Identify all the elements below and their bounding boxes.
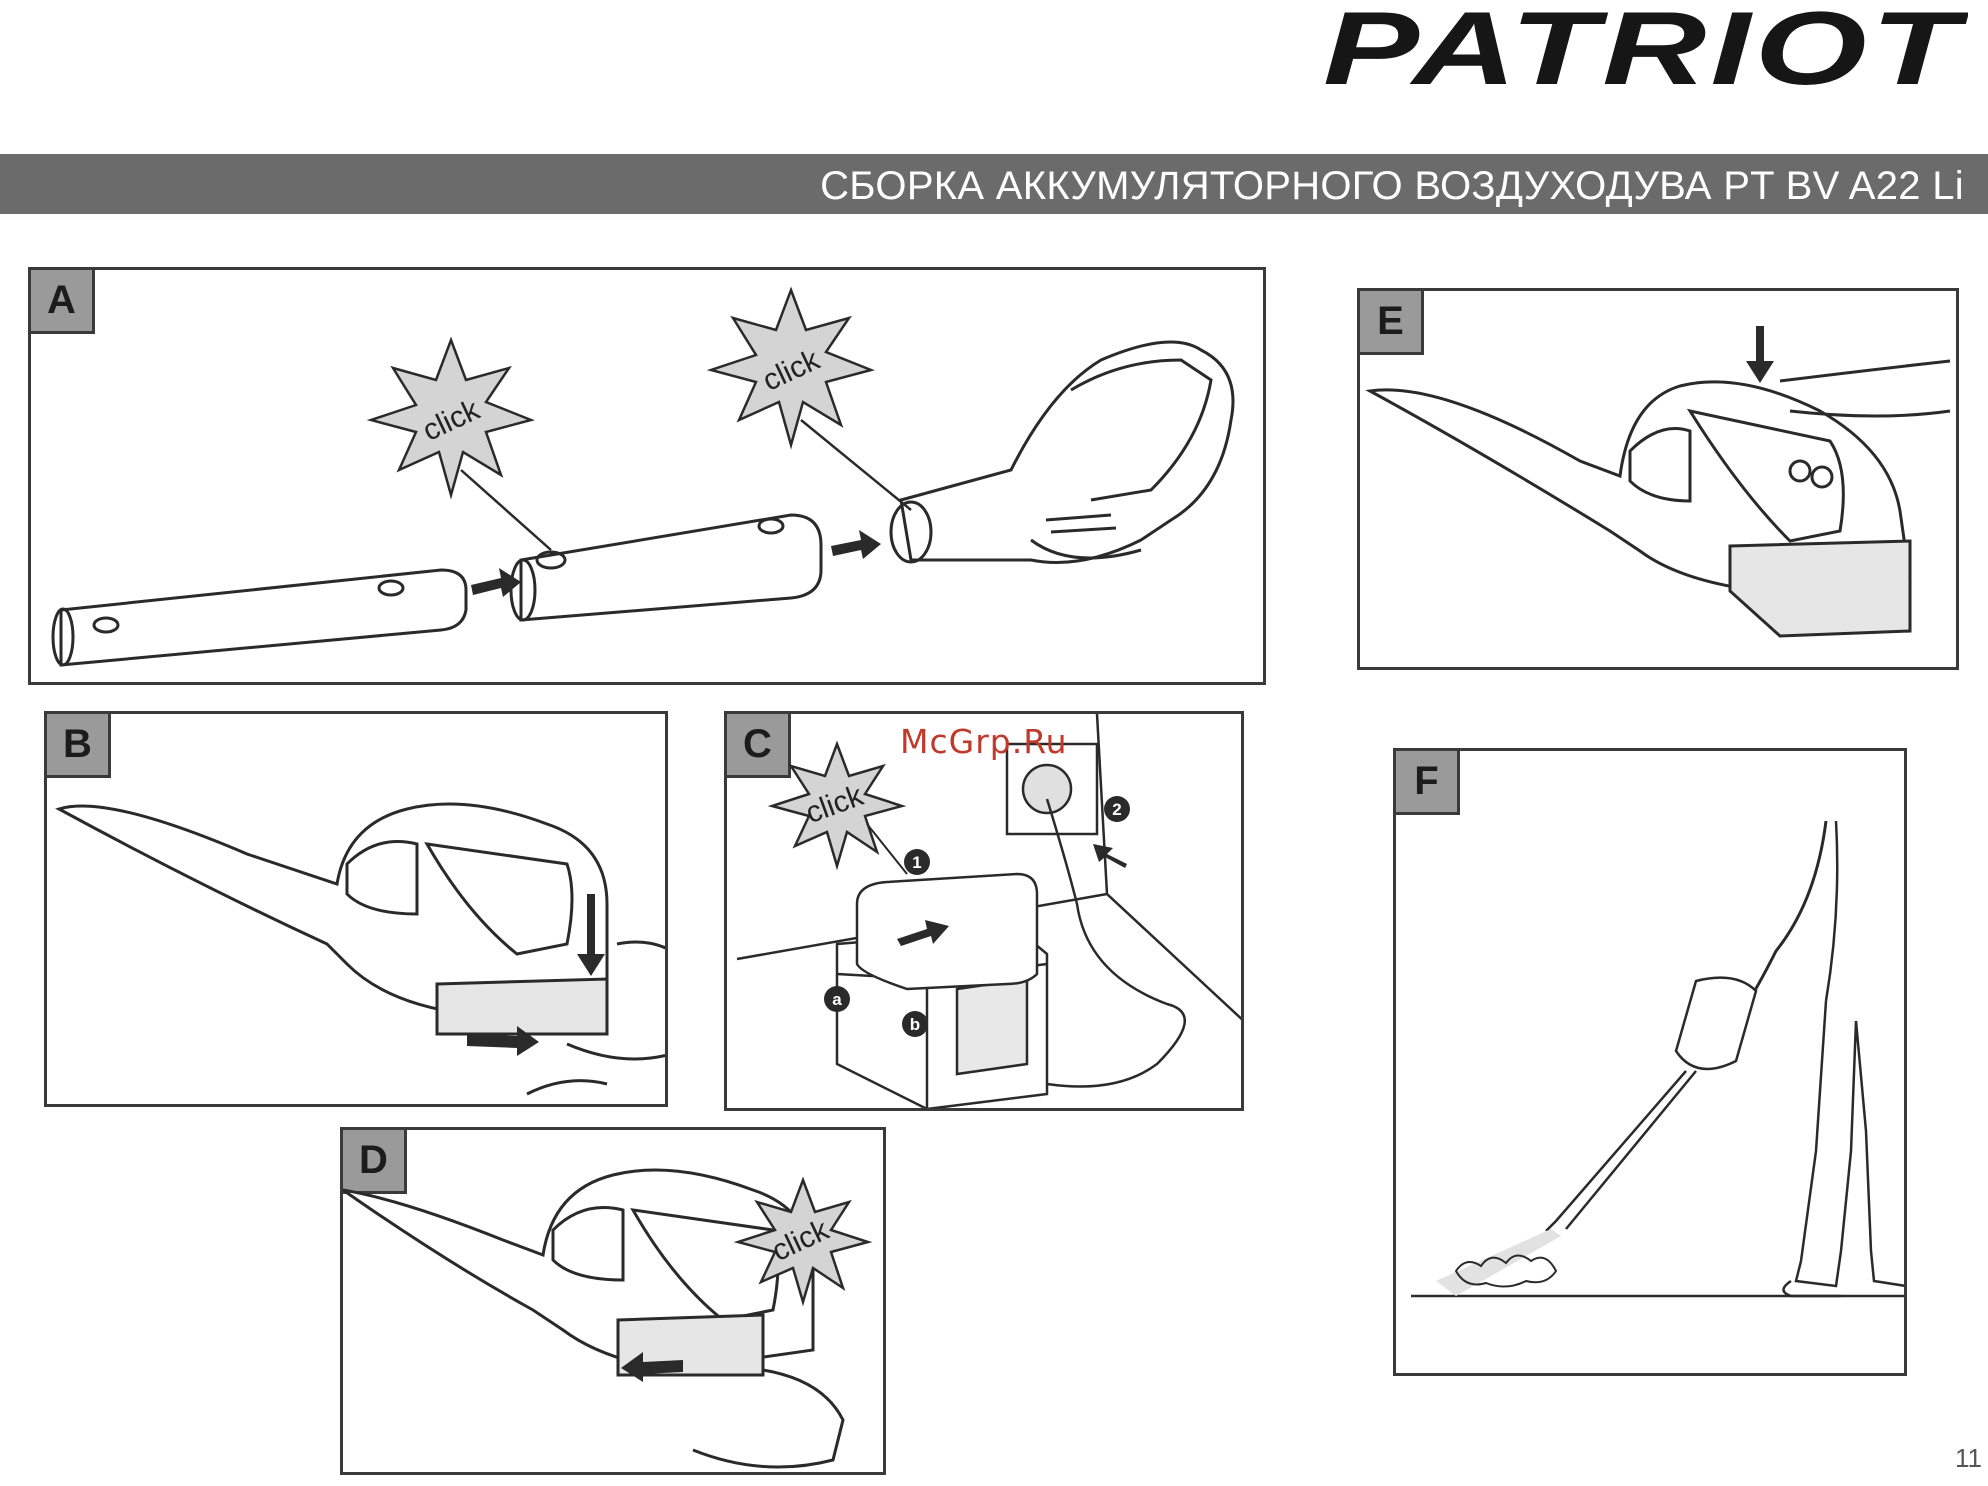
illustration-operation xyxy=(1396,751,1907,1376)
illustration-charging: 1 2 a b click xyxy=(727,714,1244,1111)
watermark: McGrp.Ru xyxy=(900,722,1068,761)
page-title: СБОРКА АККУМУЛЯТОРНОГО ВОЗДУХОДУВА PT BV… xyxy=(820,164,1964,209)
patriot-logo: PATRIOT xyxy=(1318,2,1968,96)
illustration-battery-insert xyxy=(47,714,668,1107)
illustration-tube-assembly: click click xyxy=(31,270,1266,685)
svg-text:b: b xyxy=(910,1015,920,1034)
header-bar: СБОРКА АККУМУЛЯТОРНОГО ВОЗДУХОДУВА PT BV… xyxy=(0,154,1988,214)
panel-b: B xyxy=(44,711,668,1107)
panel-e: E xyxy=(1357,288,1959,670)
illustration-power-button xyxy=(1360,291,1959,670)
click-burst-2: click xyxy=(711,290,911,510)
panel-a: A click xyxy=(28,267,1266,685)
page-number: 11 xyxy=(1955,1443,1982,1474)
svg-text:PATRIOT: PATRIOT xyxy=(1323,2,1968,96)
svg-text:1: 1 xyxy=(912,853,921,872)
svg-text:2: 2 xyxy=(1112,800,1121,819)
panel-d: D click xyxy=(340,1127,886,1475)
click-burst-3: click xyxy=(772,744,907,874)
svg-text:a: a xyxy=(832,990,842,1009)
panel-c: C 1 2 a b click xyxy=(724,711,1244,1111)
illustration-battery-locked: click xyxy=(343,1130,886,1475)
panel-f: F xyxy=(1393,748,1907,1376)
click-burst-1: click xyxy=(371,340,551,550)
